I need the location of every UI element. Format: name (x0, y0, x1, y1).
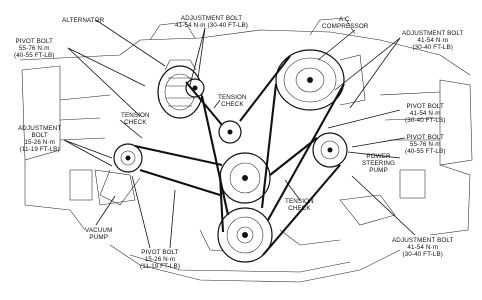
label-adjustment-bolt-bottom: ADJUSTMENT BOLT 41-54 N·m (30-40 FT-LB) (392, 237, 453, 258)
label-line: 55-76 N·m (409, 141, 441, 148)
label-line: PIVOT BOLT (15, 38, 53, 45)
label-line: TENSION (121, 112, 150, 119)
label-power-steering-pump: POWER STEERING PUMP (362, 153, 395, 174)
label-line: (30-40 FT-LB) (402, 251, 443, 258)
label-line: PUMP (89, 234, 108, 241)
label-line: STEERING (362, 160, 395, 167)
label-line: TENSION (285, 198, 314, 205)
label-line: VACUUM (85, 227, 113, 234)
label-pivot-bolt-bottom: PIVOT BOLT 15-26 N·m (11-19 FT-LB) (140, 249, 180, 270)
label-line: PIVOT BOLT (406, 103, 444, 110)
drive-belts (134, 55, 345, 256)
label-pivot-bolt-right-b: PIVOT BOLT 55-76 N·m (40-55 FT-LB) (405, 134, 446, 155)
leader-lines (63, 19, 416, 249)
label-line: ADJUSTMENT BOLT (402, 30, 464, 37)
label-line: TENSION (218, 94, 247, 101)
label-line: 55-76 N·m (18, 45, 50, 52)
label-line: 41-54 N·m (417, 37, 449, 44)
label-line: 41-54 N·m (30-40 FT-LB) (175, 22, 248, 29)
label-line: (11-19 FT-LB) (19, 146, 60, 153)
label-line: ADJUSTMENT (18, 125, 62, 132)
label-line: CHECK (288, 205, 311, 212)
label-line: 15-26 N·m (24, 139, 55, 146)
label-line: 41-54 N·m (407, 244, 439, 251)
label-line: PIVOT BOLT (406, 134, 444, 141)
label-adjustment-bolt-top: ADJUSTMENT BOLT 41-54 N·m (30-40 FT-LB) (175, 15, 248, 29)
engine-bay-outline (19, 17, 473, 283)
label-line: (30-40 FT-LB) (412, 44, 453, 51)
alternator-drawing (157, 59, 203, 119)
label-adjustment-bolt-right: ADJUSTMENT BOLT 41-54 N·m (30-40 FT-LB) (402, 30, 463, 51)
label-tension-check-upper: TENSION CHECK (218, 94, 247, 108)
label-line: 41-54 N·m (409, 110, 441, 117)
label-ac-compressor: A.C. COMPRESSOR (322, 16, 368, 30)
label-line: (40-55 FT-LB) (405, 148, 446, 155)
label-line: BOLT (31, 132, 48, 139)
ac-compressor-drawing (275, 49, 366, 111)
label-line: (11-19 FT-LB) (140, 263, 181, 270)
label-tension-check-lower: TENSION CHECK (285, 198, 314, 212)
label-line: POWER (366, 153, 391, 160)
label-line: 15-26 N·m (144, 256, 176, 263)
label-line: (40-55 FT-LB) (14, 52, 55, 59)
label-line: ADJUSTMENT BOLT (392, 237, 454, 244)
label-pivot-bolt-right-a: PIVOT BOLT 41-54 N·m (30-40 FT-LB) (405, 103, 446, 124)
label-pivot-bolt-left: PIVOT BOLT 55-76 N·m (40-55 FT-LB) (14, 38, 55, 59)
label-line: (30-40 FT-LB) (405, 117, 446, 124)
label-line: CHECK (124, 119, 147, 126)
label-tension-check-left: TENSION CHECK (121, 112, 150, 126)
label-line: PUMP (369, 167, 388, 174)
label-line: COMPRESSOR (322, 23, 369, 30)
label-alternator: ALTERNATOR (62, 17, 104, 24)
label-line: CHECK (221, 101, 244, 108)
label-vacuum-pump: VACUUM PUMP (85, 227, 112, 241)
label-line: PIVOT BOLT (141, 249, 179, 256)
label-line: A.C. (338, 16, 352, 23)
label-text: ALTERNATOR (62, 17, 105, 24)
label-line: ADJUSTMENT BOLT (180, 15, 243, 22)
label-adjustment-bolt-left: ADJUSTMENT BOLT 15-26 N·m (11-19 FT-LB) (18, 125, 61, 153)
